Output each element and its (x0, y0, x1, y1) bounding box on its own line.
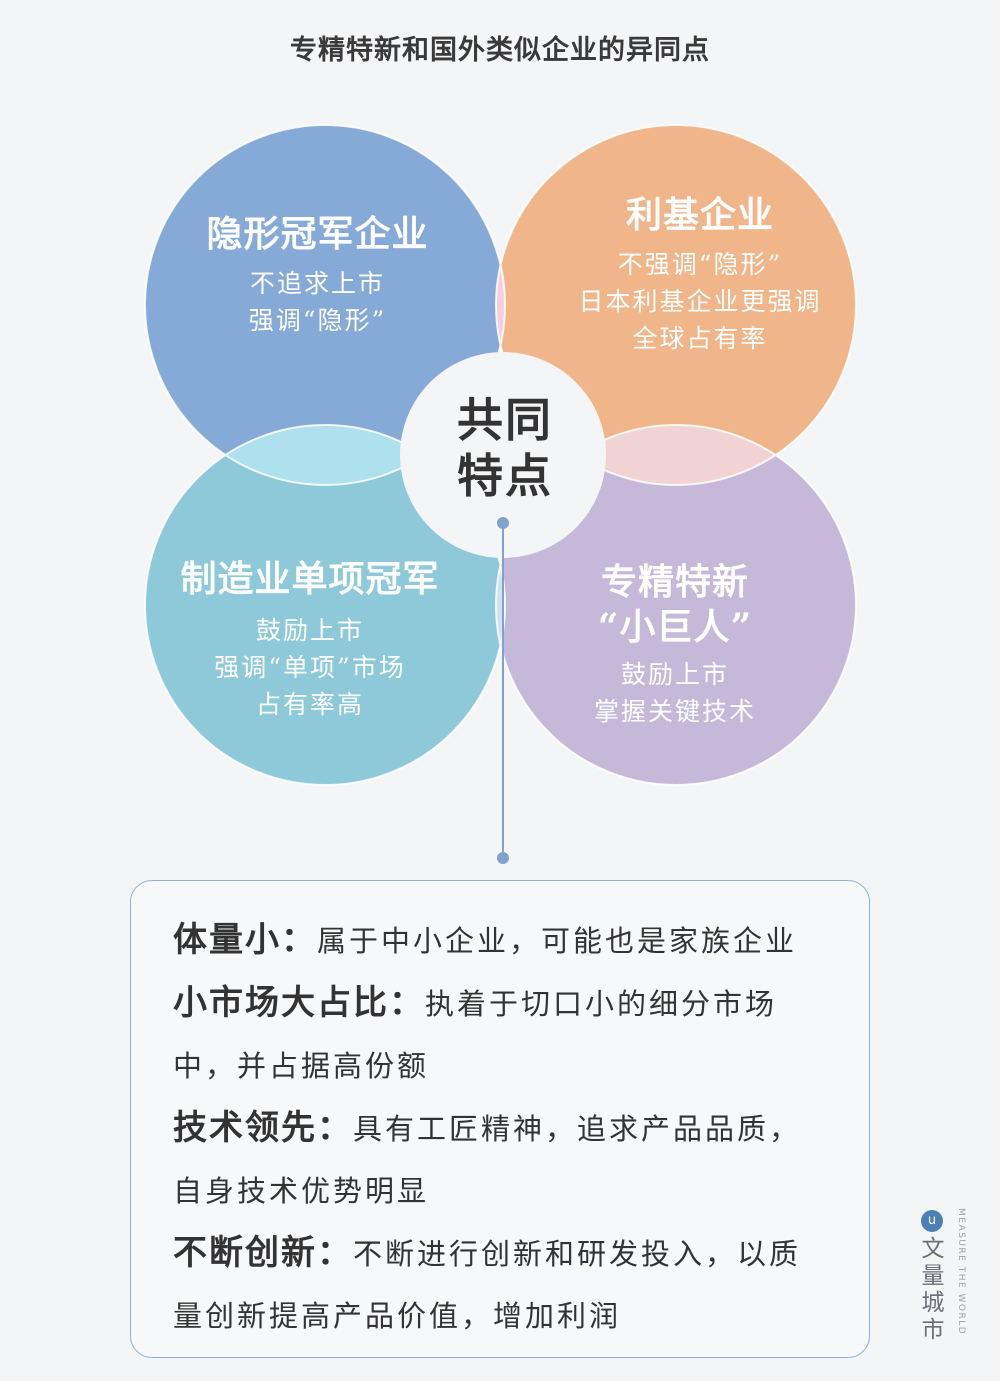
brand-name: 文量城市 (921, 1236, 945, 1343)
feature-head: 小市场大占比： (173, 983, 425, 1023)
circle-little-giant-text: 专精特新 “小巨人” 鼓励上市 掌握关键技术 (545, 560, 805, 730)
circle-hidden-champion-text: 隐形冠军企业 不追求上市 强调“隐形” (175, 212, 460, 339)
center-label-line2: 特点 (457, 449, 553, 503)
feature-text: 属于中小企业，可能也是家族企业 (317, 924, 798, 958)
common-features-box: 体量小：属于中小企业，可能也是家族企业 小市场大占比：执着于切口小的细分市场中，… (130, 880, 870, 1358)
circle-line: 掌握关键技术 (593, 697, 756, 726)
circle-title-line2: “小巨人” (597, 606, 753, 648)
circle-line: 鼓励上市 (255, 616, 364, 645)
brand-logo-icon: u (921, 1210, 943, 1232)
circle-line: 全球占有率 (632, 324, 768, 353)
feature-text: 执着于切口小的细分市场中，并占据高份额 (173, 987, 778, 1083)
center-circle (400, 352, 606, 558)
feature-text: 具有工匠精神，追求产品品质，自身技术优势明显 (173, 1112, 802, 1208)
circle-line: 日本利基企业更强调 (578, 287, 822, 316)
feature-head: 不断创新： (173, 1233, 353, 1273)
circle-single-champion (145, 425, 505, 785)
center-label: 共同 特点 (405, 392, 605, 522)
connector-dot-bottom (497, 852, 509, 864)
center-label-line1: 共同 (457, 393, 553, 447)
feature-head: 体量小： (173, 920, 317, 960)
circle-line: 不强调“隐形” (617, 250, 783, 279)
feature-item: 小市场大占比：执着于切口小的细分市场中，并占据高份额 (173, 972, 829, 1097)
chart-title: 专精特新和国外类似企业的异同点 (290, 35, 710, 66)
circle-niche-enterprise-text: 利基企业 不强调“隐形” 日本利基企业更强调 全球占有率 (560, 193, 840, 357)
circle-title: 利基企业 (625, 194, 774, 236)
venn-diagram (144, 124, 857, 864)
circle-title: 隐形冠军企业 (206, 213, 429, 255)
feature-head: 技术领先： (173, 1108, 353, 1148)
circle-title-line1: 专精特新 (600, 561, 749, 603)
brand-watermark: u 文量城市 MEASURE THE WORLD (918, 1208, 966, 1348)
circle-line: 鼓励上市 (620, 660, 729, 689)
circle-line: 强调“单项”市场 (214, 653, 406, 682)
circle-hidden-champion (145, 125, 505, 485)
feature-item: 不断创新：不断进行创新和研发投入，以质量创新提高产品价值，增加利润 (173, 1222, 829, 1347)
circle-line: 强调“隐形” (248, 306, 387, 335)
circle-title: 制造业单项冠军 (180, 558, 440, 600)
feature-item: 技术领先：具有工匠精神，追求产品品质，自身技术优势明显 (173, 1097, 829, 1222)
brand-tagline: MEASURE THE WORLD (956, 1208, 966, 1336)
circle-line: 占有率高 (255, 690, 364, 719)
circle-line: 不追求上市 (249, 269, 385, 298)
connector-dot-top (497, 517, 509, 529)
feature-text: 不断进行创新和研发投入，以质量创新提高产品价值，增加利润 (173, 1237, 802, 1333)
feature-item: 体量小：属于中小企业，可能也是家族企业 (173, 909, 829, 972)
circle-single-champion-text: 制造业单项冠军 鼓励上市 强调“单项”市场 占有率高 (160, 557, 460, 723)
